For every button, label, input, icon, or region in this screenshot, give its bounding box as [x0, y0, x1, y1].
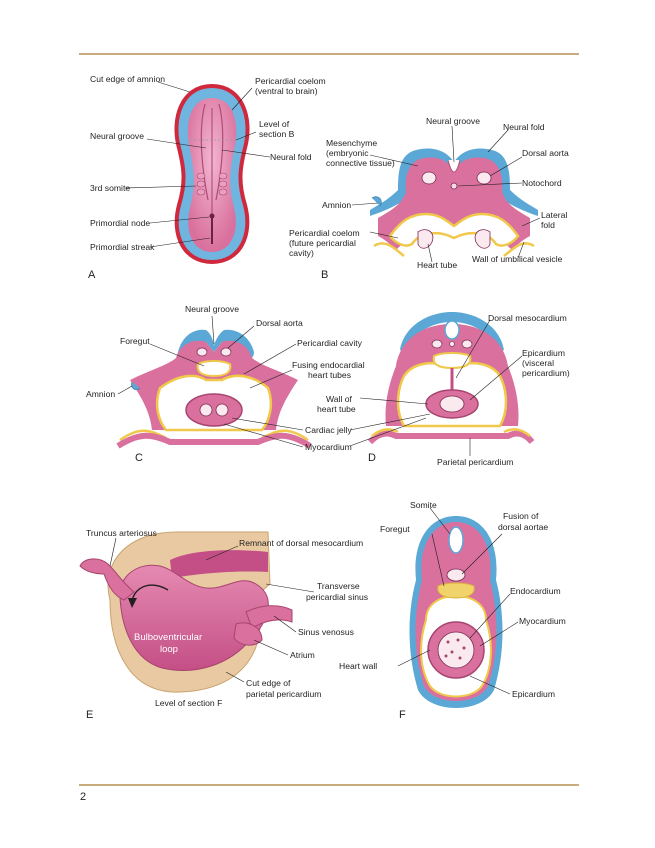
- heart-tube-c: [186, 394, 242, 426]
- label-remnant: Remnant of dorsal mesocardium: [239, 538, 363, 548]
- label-fusion-2: dorsal aortae: [498, 522, 548, 532]
- panel-c: Neural groove Dorsal aorta Foregut Peric…: [86, 304, 365, 464]
- yolk-body-d: [370, 434, 532, 442]
- amnion-flap-b: [372, 197, 381, 206]
- dorsal-aorta-right-c: [221, 348, 231, 356]
- panel-letter-a: A: [88, 269, 96, 281]
- label-lateral-1: Lateral: [541, 210, 567, 220]
- panel-letter-d: D: [368, 452, 376, 464]
- panel-f: Somite Foregut Fusion of dorsal aortae E…: [339, 500, 566, 721]
- label-pericardial-cavity-c: Pericardial cavity: [297, 338, 363, 348]
- label-bulbo-2: loop: [160, 644, 178, 655]
- label-neural-fold-a: Neural fold: [270, 152, 312, 162]
- label-foregut-f: Foregut: [380, 524, 410, 534]
- label-neural-groove-a: Neural groove: [90, 131, 144, 141]
- label-fusing-2: heart tubes: [308, 370, 351, 380]
- label-neural-fold-b: Neural fold: [503, 122, 545, 132]
- label-pericardial-coelom-a2: (ventral to brain): [255, 86, 318, 96]
- label-sinus-venosus: Sinus venosus: [298, 627, 354, 637]
- endocardial-tube-right-c: [216, 404, 228, 416]
- label-myocardium-cd: Myocardium: [305, 442, 352, 452]
- heart-endocardium-f: [438, 632, 474, 668]
- endocardium-d: [440, 396, 464, 412]
- foregut-c: [198, 361, 231, 376]
- label-mesenchyme-1: Mesenchyme: [326, 138, 377, 148]
- dorsal-aorta-left-c: [197, 348, 207, 356]
- notochord-d: [450, 342, 455, 347]
- foregut-f: [438, 583, 475, 598]
- label-mesenchyme-3: connective tissue): [326, 158, 395, 168]
- notochord-b: [451, 183, 457, 189]
- label-dorsal-aorta-c: Dorsal aorta: [256, 318, 303, 328]
- label-epicardium-3: pericardium): [522, 368, 570, 378]
- label-primordial-streak: Primordial streak: [90, 242, 155, 252]
- label-heart-tube-b: Heart tube: [417, 260, 457, 270]
- page-number: 2: [80, 791, 86, 803]
- label-primordial-node: Primordial node: [90, 218, 150, 228]
- endocardial-tube-left-c: [200, 404, 212, 416]
- label-amnion-b: Amnion: [322, 200, 351, 210]
- bottom-rule: [79, 784, 579, 786]
- foregut-d: [434, 353, 471, 368]
- panel-b: Neural groove Neural fold Mesenchyme (em…: [289, 116, 569, 281]
- panel-e: Truncus arteriosus Remnant of dorsal mes…: [80, 528, 368, 721]
- label-truncus: Truncus arteriosus: [86, 528, 157, 538]
- label-umbilical-wall: Wall of umbilical vesicle: [472, 254, 563, 264]
- label-atrium: Atrium: [290, 650, 315, 660]
- panel-letter-e: E: [86, 709, 93, 721]
- label-level-of: Level of: [259, 119, 290, 129]
- label-pericardial-coelom-b2: (future pericardial: [289, 238, 356, 248]
- label-level-f: Level of section F: [155, 698, 222, 708]
- label-dorsal-mesocardium: Dorsal mesocardium: [488, 313, 567, 323]
- label-fusing-1: Fusing endocardial: [292, 360, 365, 370]
- heart-tube-left-b: [418, 230, 433, 249]
- label-cut-edge-amnion: Cut edge of amnion: [90, 74, 165, 84]
- label-amnion-c: Amnion: [86, 389, 115, 399]
- label-bulbo-1: Bulboventricular: [134, 632, 202, 643]
- neural-tube-f: [449, 527, 463, 553]
- label-cardiac-jelly: Cardiac jelly: [305, 425, 353, 435]
- label-transverse-2: pericardial sinus: [306, 592, 368, 602]
- label-parietal-pericardium: Parietal pericardium: [437, 457, 513, 467]
- dorsal-aorta-left-d: [432, 340, 442, 348]
- label-wall-of: Wall of: [326, 394, 353, 404]
- label-lateral-2: fold: [541, 220, 555, 230]
- label-cut-edge-2: parietal pericardium: [246, 689, 321, 699]
- label-dorsal-aorta-b: Dorsal aorta: [522, 148, 569, 158]
- label-somite: Somite: [410, 500, 437, 510]
- label-transverse-1: Transverse: [317, 581, 360, 591]
- panel-letter-f: F: [399, 709, 406, 721]
- fused-aorta-f: [447, 569, 465, 581]
- heart-tube-right-b: [475, 230, 490, 249]
- label-pericardial-coelom-a1: Pericardial coelom: [255, 76, 326, 86]
- label-fusion-1: Fusion of: [503, 511, 539, 521]
- primordial-node-a: [210, 214, 215, 219]
- label-endocardium: Endocardium: [510, 586, 561, 596]
- label-pericardial-coelom-b1: Pericardial coelom: [289, 228, 360, 238]
- label-mesenchyme-2: (embryonic: [326, 148, 369, 158]
- panel-letter-b: B: [321, 269, 328, 281]
- label-epicardium-2: (visceral: [522, 358, 554, 368]
- label-pericardial-coelom-b3: cavity): [289, 248, 314, 258]
- label-neural-groove-b: Neural groove: [426, 116, 480, 126]
- label-epicardium-1: Epicardium: [522, 348, 565, 358]
- label-foregut-c: Foregut: [120, 336, 150, 346]
- label-epicardium-f: Epicardium: [512, 689, 555, 699]
- dorsal-aorta-right-d: [462, 340, 472, 348]
- label-section-b: section B: [259, 129, 295, 139]
- neural-tube-d: [445, 321, 459, 339]
- panel-letter-c: C: [135, 452, 143, 464]
- dorsal-aorta-right-b: [477, 172, 491, 184]
- label-heart-tube: heart tube: [317, 404, 356, 414]
- label-cut-edge-1: Cut edge of: [246, 678, 291, 688]
- label-heart-wall: Heart wall: [339, 661, 377, 671]
- label-notochord-b: Notochord: [522, 178, 562, 188]
- label-neural-groove-c: Neural groove: [185, 304, 239, 314]
- panel-d: Dorsal mesocardium Epicardium (visceral …: [350, 312, 570, 467]
- label-third-somite: 3rd somite: [90, 183, 130, 193]
- label-myocardium-f: Myocardium: [519, 616, 566, 626]
- dorsal-aorta-left-b: [422, 172, 436, 184]
